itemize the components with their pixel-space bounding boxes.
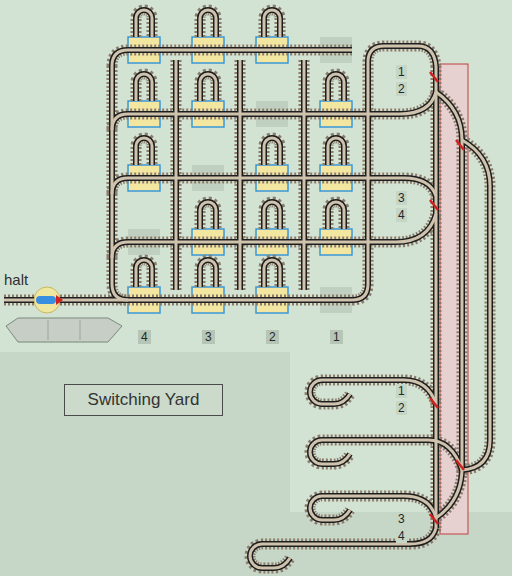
switch-number: 2	[396, 401, 407, 415]
switch-number: 4	[396, 208, 407, 222]
switch-number: 4	[396, 529, 407, 543]
station-label: halt	[4, 271, 28, 288]
track-number: 1	[330, 330, 343, 344]
track-number: 4	[138, 330, 151, 344]
title-box: Switching Yard	[64, 384, 223, 416]
switch-number: 3	[396, 512, 407, 526]
switch-number: 3	[396, 191, 407, 205]
title-text: Switching Yard	[88, 390, 200, 410]
switch-number: 1	[396, 65, 407, 79]
track-number: 2	[266, 330, 279, 344]
switch-number: 2	[396, 82, 407, 96]
switch-number: 1	[396, 384, 407, 398]
track-number: 3	[202, 330, 215, 344]
